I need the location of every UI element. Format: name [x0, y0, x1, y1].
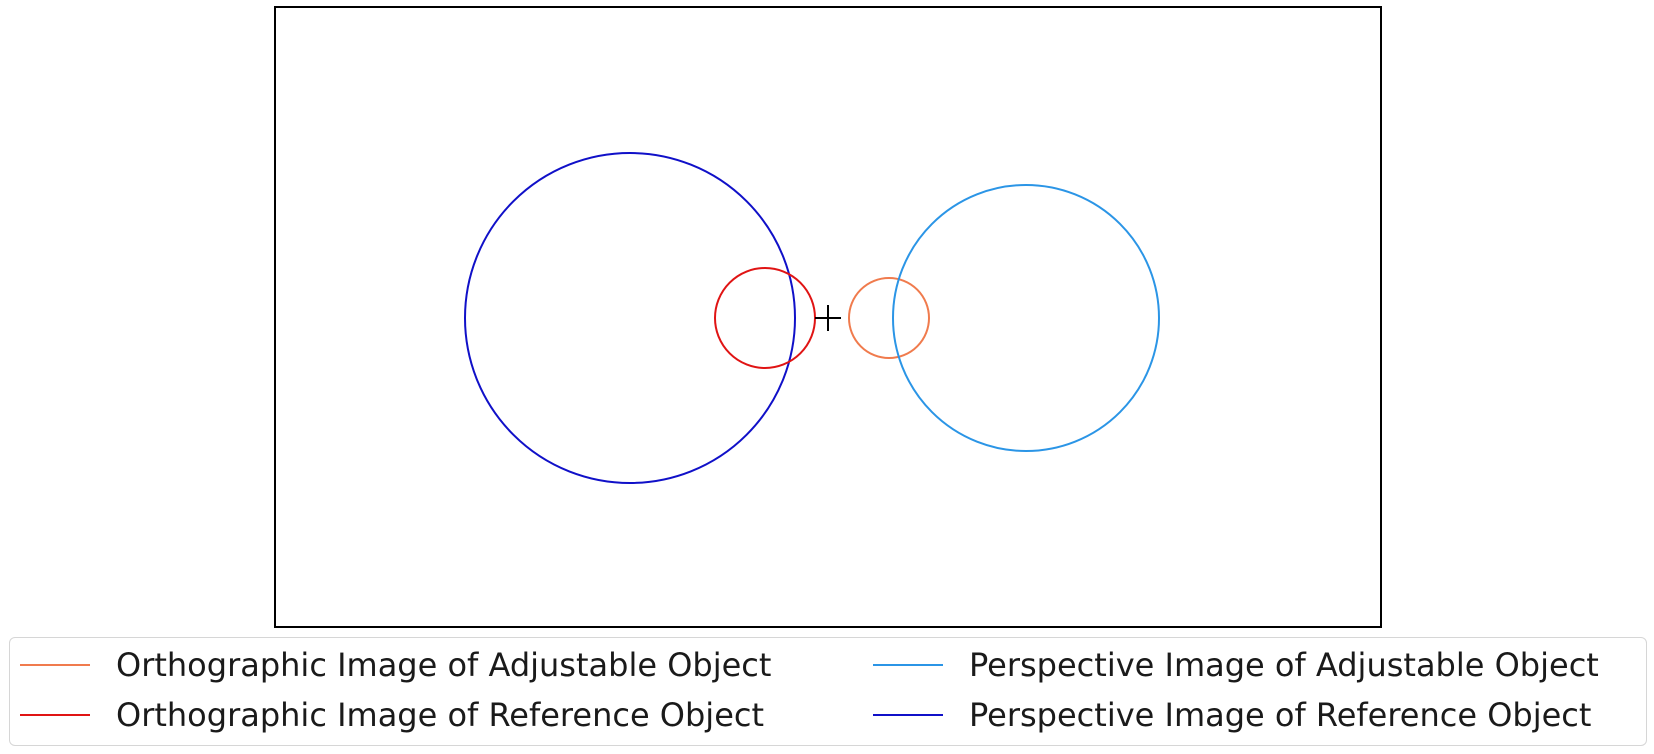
orthographic-reference-circle — [714, 267, 816, 369]
legend-swatch-perspective-adjustable — [873, 664, 943, 666]
orthographic-adjustable-circle — [848, 277, 930, 359]
legend-item-perspective-adjustable: Perspective Image of Adjustable Object — [873, 643, 1599, 687]
legend-item-orthographic-reference: Orthographic Image of Reference Object — [20, 693, 764, 737]
legend-swatch-perspective-reference — [873, 714, 943, 716]
legend: Orthographic Image of Adjustable Object … — [9, 637, 1647, 746]
fixation-cross — [815, 305, 841, 331]
legend-label-orthographic-adjustable: Orthographic Image of Adjustable Object — [116, 646, 772, 684]
legend-label-orthographic-reference: Orthographic Image of Reference Object — [116, 696, 765, 734]
legend-label-perspective-adjustable: Perspective Image of Adjustable Object — [969, 646, 1599, 684]
legend-swatch-orthographic-reference — [20, 714, 90, 716]
perspective-adjustable-circle — [892, 184, 1160, 452]
legend-label-perspective-reference: Perspective Image of Reference Object — [969, 696, 1592, 734]
legend-item-orthographic-adjustable: Orthographic Image of Adjustable Object — [20, 643, 771, 687]
perspective-reference-circle — [464, 152, 796, 484]
legend-swatch-orthographic-adjustable — [20, 664, 90, 666]
legend-item-perspective-reference: Perspective Image of Reference Object — [873, 693, 1591, 737]
display-frame — [274, 6, 1382, 628]
